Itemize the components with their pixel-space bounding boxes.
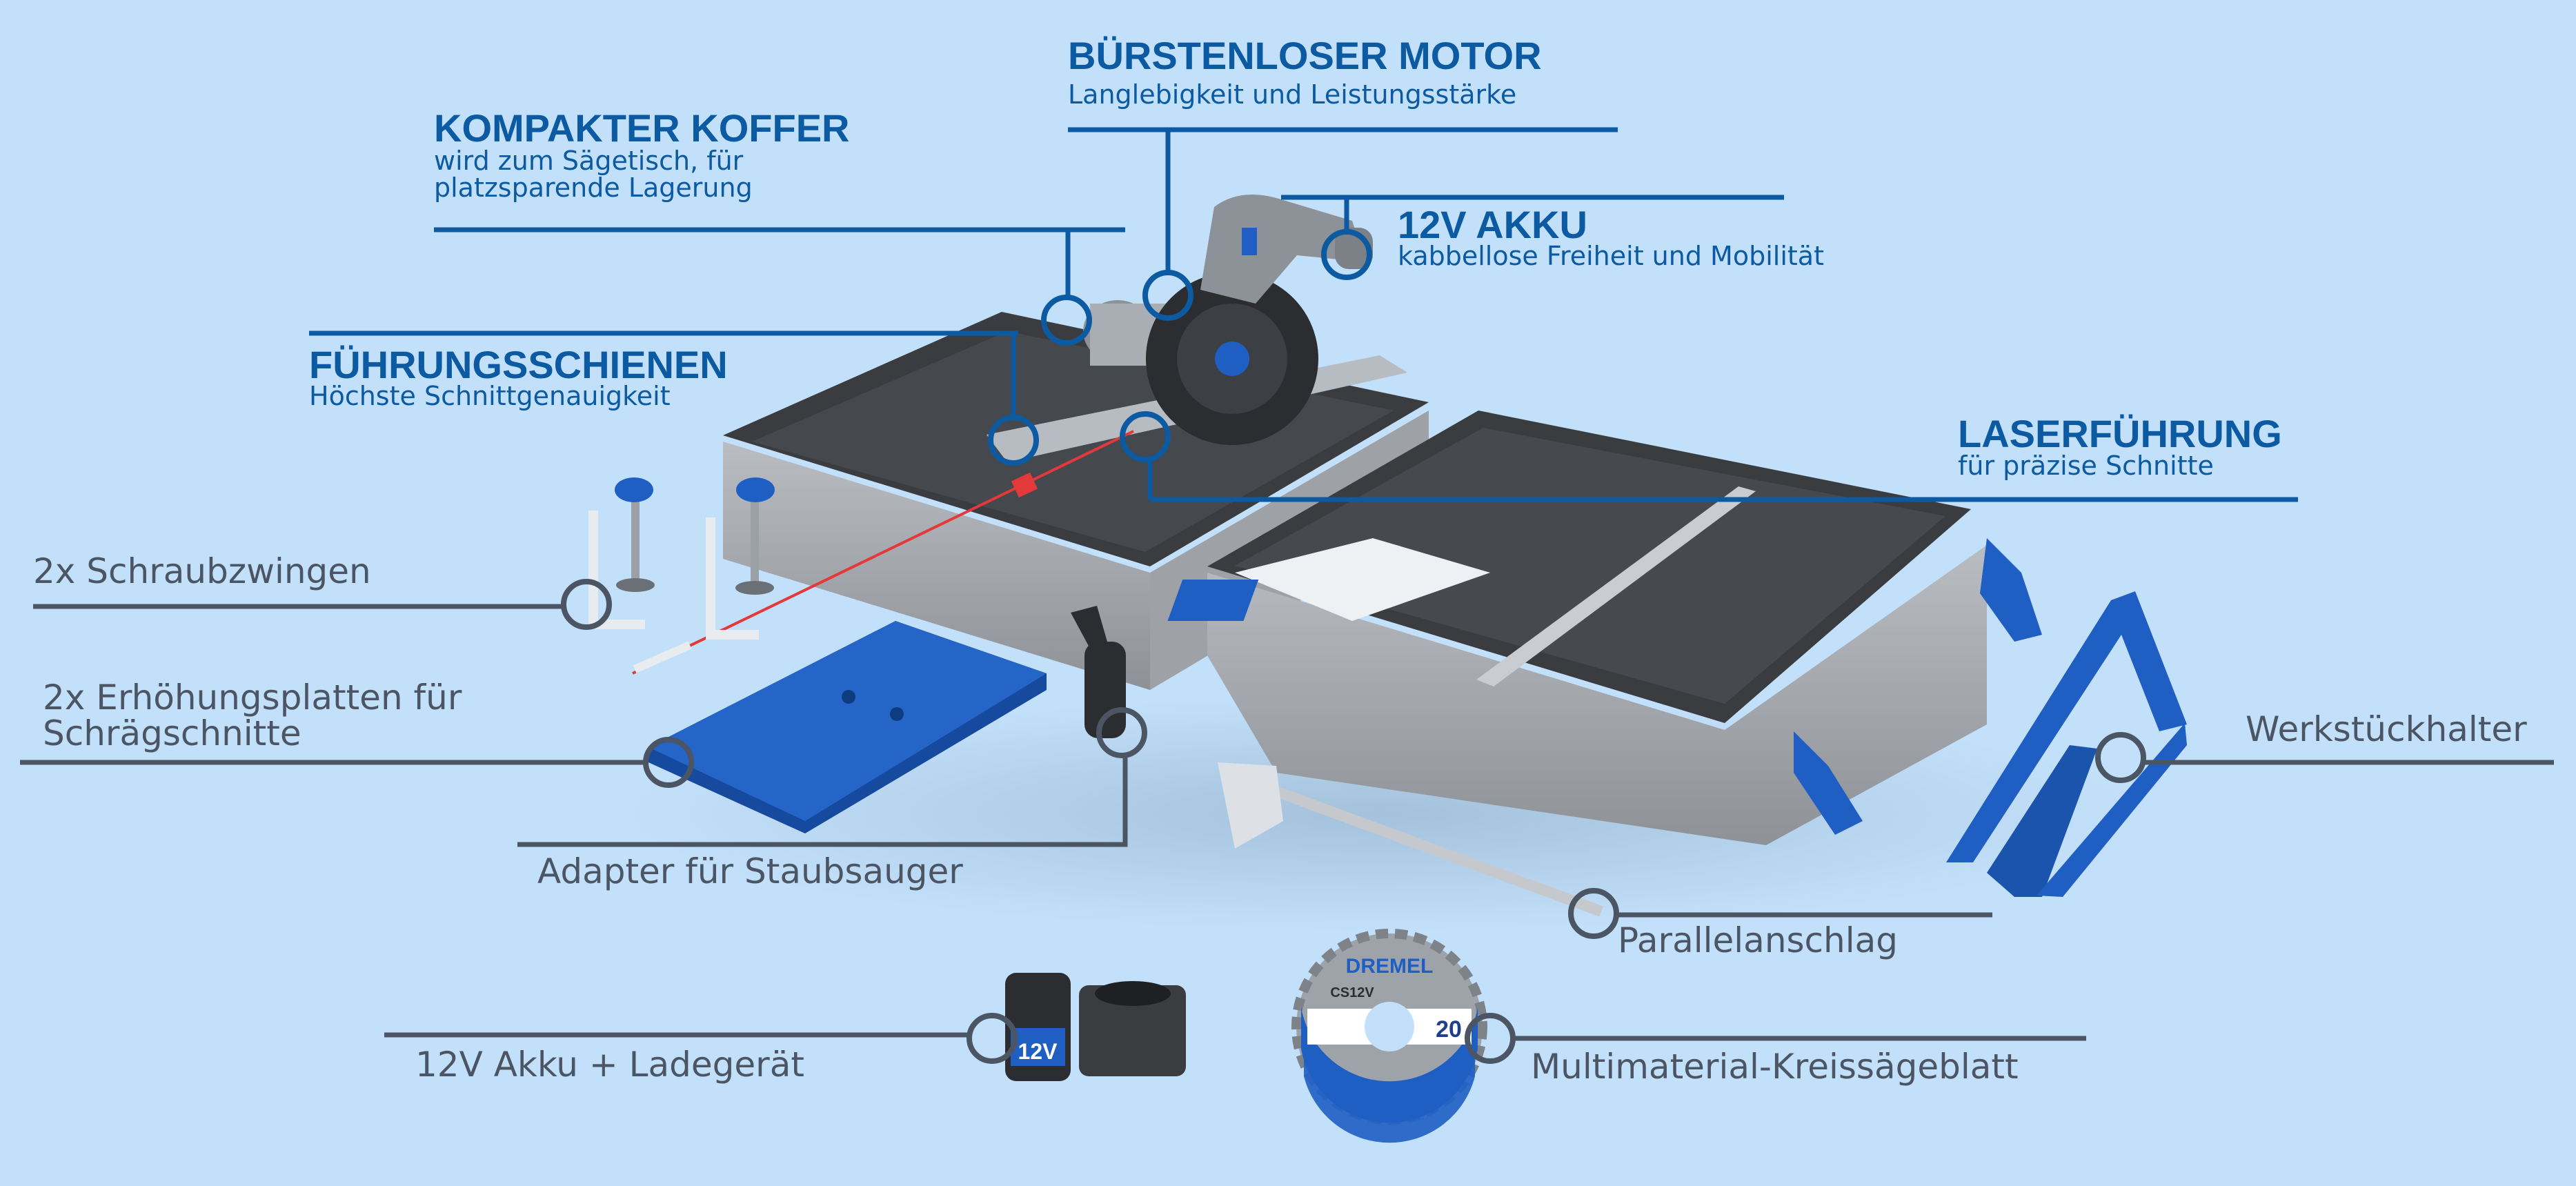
feature-subtitle: Höchste Schnittgenauigkeit xyxy=(309,381,671,411)
accessory-label: Adapter für Staubsauger xyxy=(537,851,963,891)
accessory-label: 2x Schraubzwingen xyxy=(33,551,371,591)
callout-battery: 12V AKKU kabbellose Freiheit und Mobilit… xyxy=(1281,195,1824,280)
circular-saw xyxy=(987,195,1407,462)
parallel-guide xyxy=(1218,762,1603,917)
callout-parallel-guide: Parallelanschlag xyxy=(1568,888,1992,960)
feature-subtitle: wird zum Sägetisch, für xyxy=(434,146,744,176)
callout-motor: BÜRSTENLOSER MOTOR Langlebigkeit und Lei… xyxy=(1068,34,1618,321)
callout-clamps: 2x Schraubzwingen xyxy=(33,551,612,630)
callout-workpiece-holder: Werkstückhalter xyxy=(2095,709,2554,783)
feature-subtitle: platzsparende Lagerung xyxy=(434,172,753,203)
feature-title: LASERFÜHRUNG xyxy=(1958,412,2282,455)
callout-rails: FÜHRUNGSSCHIENEN Höchste Schnittgenauigk… xyxy=(309,330,1039,466)
callout-vacuum-adapter: Adapter für Staubsauger xyxy=(517,707,1147,891)
saw-blade: DREMEL CS12V 20 xyxy=(1291,929,1487,1143)
feature-title: BÜRSTENLOSER MOTOR xyxy=(1068,34,1542,77)
screw-clamps xyxy=(588,477,775,673)
callout-battery-charger: 12V Akku + Ladegerät xyxy=(384,1013,1018,1085)
brand-logo: DREMEL xyxy=(1346,955,1434,978)
battery-label: 12V xyxy=(1018,1039,1058,1064)
callout-blade: Multimaterial-Kreissägeblatt xyxy=(1465,1013,2086,1087)
qr-code-label xyxy=(1167,580,1259,621)
accessory-label: 12V Akku + Ladegerät xyxy=(415,1045,804,1085)
battery-and-charger: 12V xyxy=(1005,973,1186,1081)
feature-title: FÜHRUNGSSCHIENEN xyxy=(309,343,728,386)
accessory-label: Multimaterial-Kreissägeblatt xyxy=(1531,1047,2019,1087)
workpiece-holder xyxy=(1946,591,2187,897)
right-case-table xyxy=(1167,411,2042,845)
callout-plates: 2x Erhöhungsplatten für Schrägschnitte xyxy=(20,678,694,788)
accessory-label: 2x Erhöhungsplatten für xyxy=(43,678,462,718)
callout-laser: LASERFÜHRUNG für präzise Schnitte xyxy=(1120,411,2298,502)
feature-title: 12V AKKU xyxy=(1398,203,1587,246)
feature-subtitle: für präzise Schnitte xyxy=(1958,451,2214,481)
bevel-plate xyxy=(648,621,1047,833)
callout-case: KOMPAKTER KOFFER wird zum Sägetisch, für… xyxy=(434,106,1125,346)
feature-subtitle: kabbellose Freiheit und Mobilität xyxy=(1398,241,1824,271)
feature-subtitle: Langlebigkeit und Leistungsstärke xyxy=(1068,79,1516,110)
blade-model: CS12V xyxy=(1330,985,1374,1000)
accessory-label: Werkstückhalter xyxy=(2246,709,2527,749)
accessory-label: Schrägschnitte xyxy=(43,713,301,753)
blade-teeth: 20 xyxy=(1436,1016,1462,1042)
feature-title: KOMPAKTER KOFFER xyxy=(434,106,850,150)
vacuum-adapter xyxy=(1071,606,1126,738)
accessory-label: Parallelanschlag xyxy=(1618,920,1898,960)
